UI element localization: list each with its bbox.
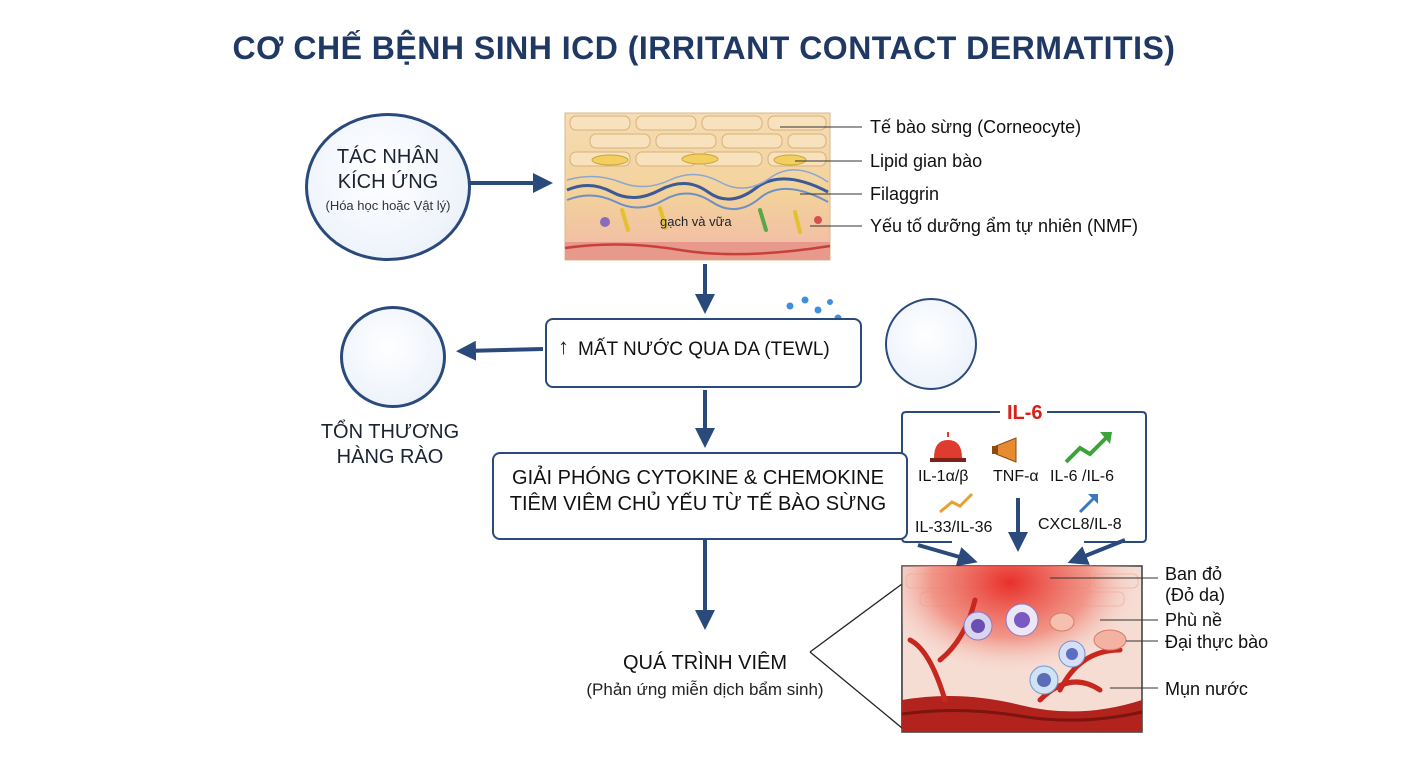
trend-up-icon xyxy=(1064,432,1112,464)
barrier-node xyxy=(340,306,446,408)
alarm-icon xyxy=(930,432,966,462)
macrophage-label: Đại thực bào xyxy=(1165,632,1269,652)
barrier-title-1: TỔN THƯƠNG xyxy=(320,421,460,443)
cytokine-header: IL-6 xyxy=(1003,402,1047,425)
cxcl8-label: CXCL8/IL-8 xyxy=(1038,516,1122,533)
irritant-title-2: KÍCH ỨNG xyxy=(337,171,439,193)
tewl-label: MẤT NƯỚC QUA DA (TEWL) xyxy=(578,339,830,360)
cytokine-release-line1: GIẢI PHÓNG CYTOKINE & CHEMOKINE xyxy=(512,467,884,489)
irritant-title-1: TÁC NHÂN xyxy=(336,146,440,168)
skin-barrier-illustration xyxy=(564,112,831,261)
nmf-label: Yếu tố dưỡng ẩm tự nhiên (NMF) xyxy=(870,216,1139,236)
filaggrin-label: Filaggrin xyxy=(870,184,940,204)
thermometer-node xyxy=(885,298,977,390)
skin-inner-label: gạch và vữa xyxy=(660,214,732,229)
tnf-label: TNF-α xyxy=(993,468,1039,485)
il6-label: IL-6 /IL-6 xyxy=(1050,468,1115,485)
tewl-box xyxy=(545,318,862,388)
erythema-label: Ban đỏ xyxy=(1165,564,1223,584)
arrow-up-right-icon xyxy=(1078,494,1098,514)
barrier-title-2: HÀNG RÀO xyxy=(336,446,444,468)
tewl-arrow-icon: ↑ xyxy=(558,334,569,359)
irritant-subtitle: (Hóa học hoặc Vật lý) xyxy=(325,198,451,213)
irritant-node xyxy=(305,113,471,261)
megaphone-icon xyxy=(992,437,1017,463)
trend-up-small-icon xyxy=(939,492,974,514)
erythema-sub-label: (Đỏ da) xyxy=(1165,585,1226,605)
cytokine-release-line2: TIÊM VIÊM CHỦ YẾU TỪ TẾ BÀO SỪNG xyxy=(509,493,887,515)
inflammation-subtitle: (Phản ứng miễn dịch bẩm sinh) xyxy=(586,680,824,699)
il33-label: IL-33/IL-36 xyxy=(915,519,993,536)
cytokine-release-box xyxy=(492,452,908,540)
edema-label: Phù nề xyxy=(1165,610,1223,630)
inflammation-title: QUÁ TRÌNH VIÊM xyxy=(622,652,788,674)
water-drops-icon xyxy=(786,296,842,325)
inflamed-tissue-illustration xyxy=(901,565,1143,733)
lipid-label: Lipid gian bào xyxy=(870,151,983,171)
vesicle-label: Mụn nước xyxy=(1165,679,1248,699)
corneocyte-label: Tế bào sừng (Corneocyte) xyxy=(870,117,1082,137)
page-title: CƠ CHẾ BỆNH SINH ICD (IRRITANT CONTACT D… xyxy=(232,30,1176,66)
il1-label: IL-1α/β xyxy=(918,468,969,485)
